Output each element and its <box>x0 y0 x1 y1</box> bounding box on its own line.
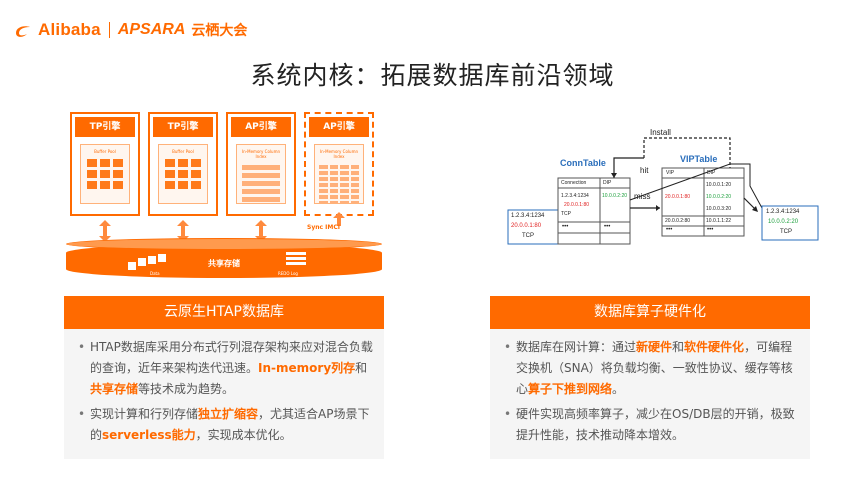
conntable-title: ConnTable <box>560 158 606 168</box>
alibaba-apsara-logo: Alibaba APSARA 云栖大会 <box>14 20 247 40</box>
event-name: 云栖大会 <box>191 23 248 39</box>
conn-header-dip: DIP <box>603 180 612 186</box>
out-dst: 10.0.0.2:20 <box>768 219 799 225</box>
card-hardware-title: 数据库算子硬件化 <box>490 296 810 329</box>
tp-engine-2: TP引擎 Buffer Pool <box>148 112 218 216</box>
engine-label: AP引擎 <box>231 117 291 137</box>
shared-storage-label: 共享存储 <box>208 259 240 268</box>
sub-brand: APSARA <box>117 21 186 38</box>
card-hardware-bullet-2: 硬件实现高频率算子，减少在OS/DB层的开销，极致提升性能，技术推动降本增效。 <box>504 404 800 446</box>
engine-label: AP引擎 <box>309 117 369 137</box>
vip-row-2-dip: 10.0.1.1:22 <box>706 218 732 224</box>
card-htap-title: 云原生HTAP数据库 <box>64 296 384 329</box>
double-arrow-icon <box>177 220 189 242</box>
out-proto: TCP <box>780 229 792 235</box>
brand-name: Alibaba <box>38 20 101 39</box>
card-htap-bullet-2: 实现计算和行列存储独立扩缩容，尤其适合AP场景下的serverless能力，实现… <box>78 404 374 446</box>
logo-divider <box>108 22 110 38</box>
conn-header-connection: Connection <box>561 180 587 186</box>
alibaba-mark-icon <box>14 23 32 37</box>
vip-row-2-vip: 20.0.0.2:80 <box>665 218 691 224</box>
vip-dots: ••• <box>666 227 673 233</box>
client-src: 1.2.3.4:1234 <box>511 213 545 219</box>
vip-row-1-dip-2: 10.0.0.2:20 <box>706 194 732 200</box>
sna-diagram-lines <box>507 137 819 245</box>
sync-imci-label: Sync IMCI <box>307 224 340 231</box>
redo-log-icon <box>286 252 306 265</box>
client-proto: TCP <box>522 233 534 239</box>
out-src: 1.2.3.4:1234 <box>766 209 800 215</box>
sna-load-balancer-diagram: ConnTable VIPTable Install hit miss 1.2.… <box>500 128 830 278</box>
redo-log-label: REDO Log <box>278 271 298 276</box>
engine-caption: Buffer Pool <box>94 149 116 154</box>
conn-row-dip: 10.0.0.2:20 <box>602 193 628 199</box>
arrow-up-icon <box>333 212 345 226</box>
data-label: Data <box>150 271 160 276</box>
tp-engine-1: TP引擎 Buffer Pool <box>70 112 140 216</box>
buffer-pool-blocks <box>159 159 207 189</box>
vip-dots: ••• <box>707 227 714 233</box>
ap-engine-2: AP引擎 In-Memory Column Index <box>304 112 374 216</box>
card-htap-bullet-1: HTAP数据库采用分布式行列混存架构来应对混合负载的查询，近年来架构迭代迅速。I… <box>78 337 374 400</box>
slide-title: 系统内核：拓展数据库前沿领域 <box>250 61 615 90</box>
vip-row-1-dip-3: 10.0.0.3:20 <box>706 206 732 212</box>
vip-header-dip: DIP <box>707 170 716 176</box>
column-index-columns <box>319 165 359 203</box>
vip-header-vip: VIP <box>666 170 675 176</box>
install-label: Install <box>650 128 671 137</box>
miss-label: miss <box>634 192 651 201</box>
conn-row-connection: 1.2.3.4:1234 <box>561 193 589 199</box>
engine-label: TP引擎 <box>153 117 213 137</box>
double-arrow-icon <box>99 220 111 242</box>
shared-storage: Data 共享存储 REDO Log <box>66 238 382 278</box>
vip-row-1-dip-1: 10.0.0.1:20 <box>706 182 732 188</box>
conn-row-dst: 20.0.0.1:80 <box>564 202 590 208</box>
card-hardware-bullet-1: 数据库在网计算：通过新硬件和软件硬件化，可编程交换机（SNA）将负载均衡、一致性… <box>504 337 800 400</box>
conn-dots: ••• <box>562 224 569 230</box>
viptable-title: VIPTable <box>680 154 718 164</box>
ap-engine-1: AP引擎 In-Memory Column Index <box>226 112 296 216</box>
vip-row-1-vip: 20.0.0.1:80 <box>665 194 691 200</box>
card-htap: 云原生HTAP数据库 HTAP数据库采用分布式行列混存架构来应对混合负载的查询，… <box>64 296 384 459</box>
htap-architecture-diagram: TP引擎 Buffer Pool TP引擎 Buffer Pool AP引擎 I… <box>64 108 384 286</box>
hit-label: hit <box>640 166 649 175</box>
conn-dots: ••• <box>604 224 611 230</box>
engine-caption: In-Memory Column Index <box>241 149 280 159</box>
conn-row-proto: TCP <box>561 211 571 217</box>
double-arrow-icon <box>255 220 267 242</box>
engine-label: TP引擎 <box>75 117 135 137</box>
client-dst: 20.0.0.1:80 <box>511 223 542 229</box>
card-hardware-operators: 数据库算子硬件化 数据库在网计算：通过新硬件和软件硬件化，可编程交换机（SNA）… <box>490 296 810 459</box>
data-pages-icon <box>128 254 166 270</box>
column-index-rows <box>242 165 280 202</box>
engine-caption: In-Memory Column Index <box>319 149 358 159</box>
buffer-pool-blocks <box>81 159 129 189</box>
engine-caption: Buffer Pool <box>172 149 194 154</box>
